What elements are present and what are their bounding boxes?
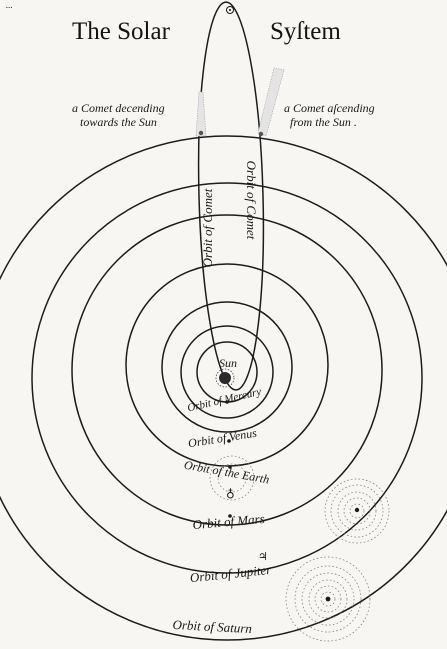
orbit-mercury-label: Orbit of Mercury bbox=[186, 386, 262, 415]
jupiter-symbol-icon: ♃ bbox=[258, 551, 268, 563]
header-fragment: ... bbox=[6, 0, 13, 10]
satellite-rings-right bbox=[324, 478, 390, 544]
mercury-dot bbox=[225, 400, 229, 404]
comet-ascending-line-1: a Comet aſcending bbox=[284, 101, 375, 115]
orbit-saturn-label: Orbit of Saturn bbox=[172, 617, 252, 636]
comet-ascending-line-2: from the Sun . bbox=[290, 115, 357, 129]
comet-descending-line-2: towards the Sun bbox=[80, 115, 157, 129]
orbit-mars-label: Orbit of Mars bbox=[192, 511, 265, 532]
sun-icon bbox=[215, 368, 235, 388]
orbit-jupiter-label: Orbit of Jupiter bbox=[189, 562, 273, 586]
comet-orbit-label-left: Orbit of Comet bbox=[200, 188, 215, 267]
planet-dot-right bbox=[354, 507, 360, 513]
title-left: The Solar bbox=[72, 18, 171, 45]
comet-descending-icon bbox=[195, 91, 207, 137]
title-right: Syſtem bbox=[270, 18, 341, 45]
orbit-earth bbox=[161, 301, 293, 433]
earth-symbol-icon: ♁ bbox=[226, 486, 235, 500]
mars-dot bbox=[228, 514, 232, 518]
orbit-venus bbox=[180, 325, 274, 419]
comet-aphelion-icon bbox=[226, 6, 234, 14]
comet-ascending-icon bbox=[257, 67, 285, 137]
venus-dot bbox=[227, 439, 231, 443]
comet-orbit bbox=[197, 1, 265, 391]
orbit-jupiter bbox=[71, 214, 383, 526]
orbit-mars bbox=[125, 263, 329, 467]
jupiter-moon-rings bbox=[285, 556, 371, 642]
orbit-saturn bbox=[31, 182, 423, 574]
comet-orbit-label-right: Orbit of Comet bbox=[244, 161, 259, 240]
sun-label: Sun bbox=[219, 356, 237, 370]
comet-descending-line-1: a Comet decending bbox=[72, 101, 165, 115]
planet-dot bbox=[228, 465, 232, 469]
jupiter-dot bbox=[325, 596, 331, 602]
earth-moon-rings bbox=[209, 455, 255, 501]
orbit-outer bbox=[0, 135, 447, 641]
orbit-venus-label: Orbit of Venus bbox=[187, 426, 258, 451]
